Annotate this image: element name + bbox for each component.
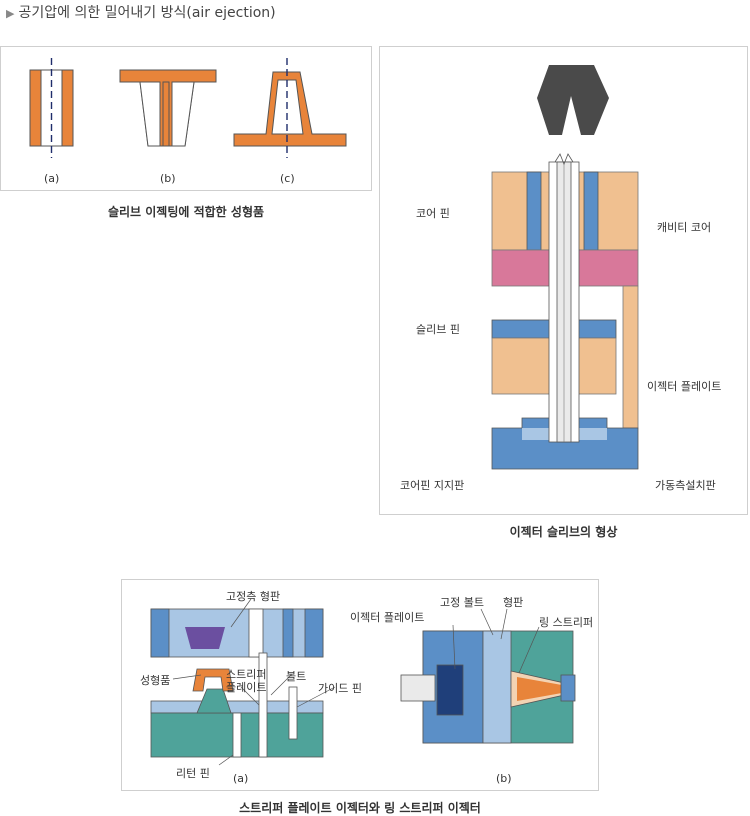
fig1-label-c: (c) bbox=[280, 172, 295, 185]
label-sleeve-pin: 슬리브 핀 bbox=[416, 323, 460, 336]
fig2-caption: 이젝터 슬리브의 형상 bbox=[509, 525, 618, 539]
fig3-label-a: (a) bbox=[233, 772, 249, 785]
page-title-text: 공기압에 의한 밀어내기 방식(air ejection) bbox=[18, 5, 276, 21]
fig2-drawing bbox=[491, 65, 639, 470]
label-ejector-plate-b: 이젝터 플레이트 bbox=[350, 611, 425, 624]
label-moving-mounting-plate: 가동측설치판 bbox=[655, 479, 716, 492]
fig3-drawing bbox=[150, 598, 576, 766]
fig1-drawing bbox=[29, 58, 347, 158]
fig1-caption: 슬리브 이젝팅에 적합한 성형품 bbox=[107, 205, 265, 219]
fig3-leader-lines bbox=[172, 598, 540, 766]
label-core-pin: 코어 핀 bbox=[416, 207, 450, 220]
triangle-bullet-icon: ▶ bbox=[6, 7, 15, 20]
fig1-label-b: (b) bbox=[160, 172, 176, 185]
label-ring-stripper: 링 스트리퍼 bbox=[539, 616, 594, 629]
label-core-pin-support: 코어핀 지지판 bbox=[400, 479, 465, 492]
label-return-pin: 리턴 핀 bbox=[176, 767, 210, 780]
part-b-t-shape bbox=[119, 69, 217, 147]
label-guide-pin: 가이드 핀 bbox=[318, 682, 362, 695]
fig3-label-b: (b) bbox=[496, 772, 512, 785]
label-bolt: 볼트 bbox=[286, 670, 307, 683]
ring-stripper-mold bbox=[400, 630, 576, 744]
page-title: ▶공기압에 의한 밀어내기 방식(air ejection) bbox=[6, 2, 276, 22]
label-mold-plate-b: 형판 bbox=[503, 596, 524, 609]
part-a-tube bbox=[29, 58, 74, 158]
stripper-plate-mold bbox=[150, 608, 324, 758]
fig1-label-a: (a) bbox=[44, 172, 60, 185]
pin-tip-shape bbox=[537, 65, 609, 135]
label-fixed-mold-plate: 고정측 형판 bbox=[226, 590, 281, 603]
label-molded-part: 성형품 bbox=[140, 674, 171, 687]
label-ejector-plate: 이젝터 플레이트 bbox=[647, 380, 722, 393]
label-cavity-core: 캐비티 코어 bbox=[657, 221, 712, 234]
part-c-hat bbox=[233, 58, 347, 158]
fig3-caption: 스트리퍼 플레이트 이젝터와 링 스트리퍼 이젝터 bbox=[239, 801, 481, 815]
label-stripper-plate-1: 스트리퍼 bbox=[226, 668, 267, 681]
label-fixed-bolt: 고정 볼트 bbox=[440, 596, 484, 609]
label-stripper-plate-2: 플레이트 bbox=[226, 681, 267, 694]
